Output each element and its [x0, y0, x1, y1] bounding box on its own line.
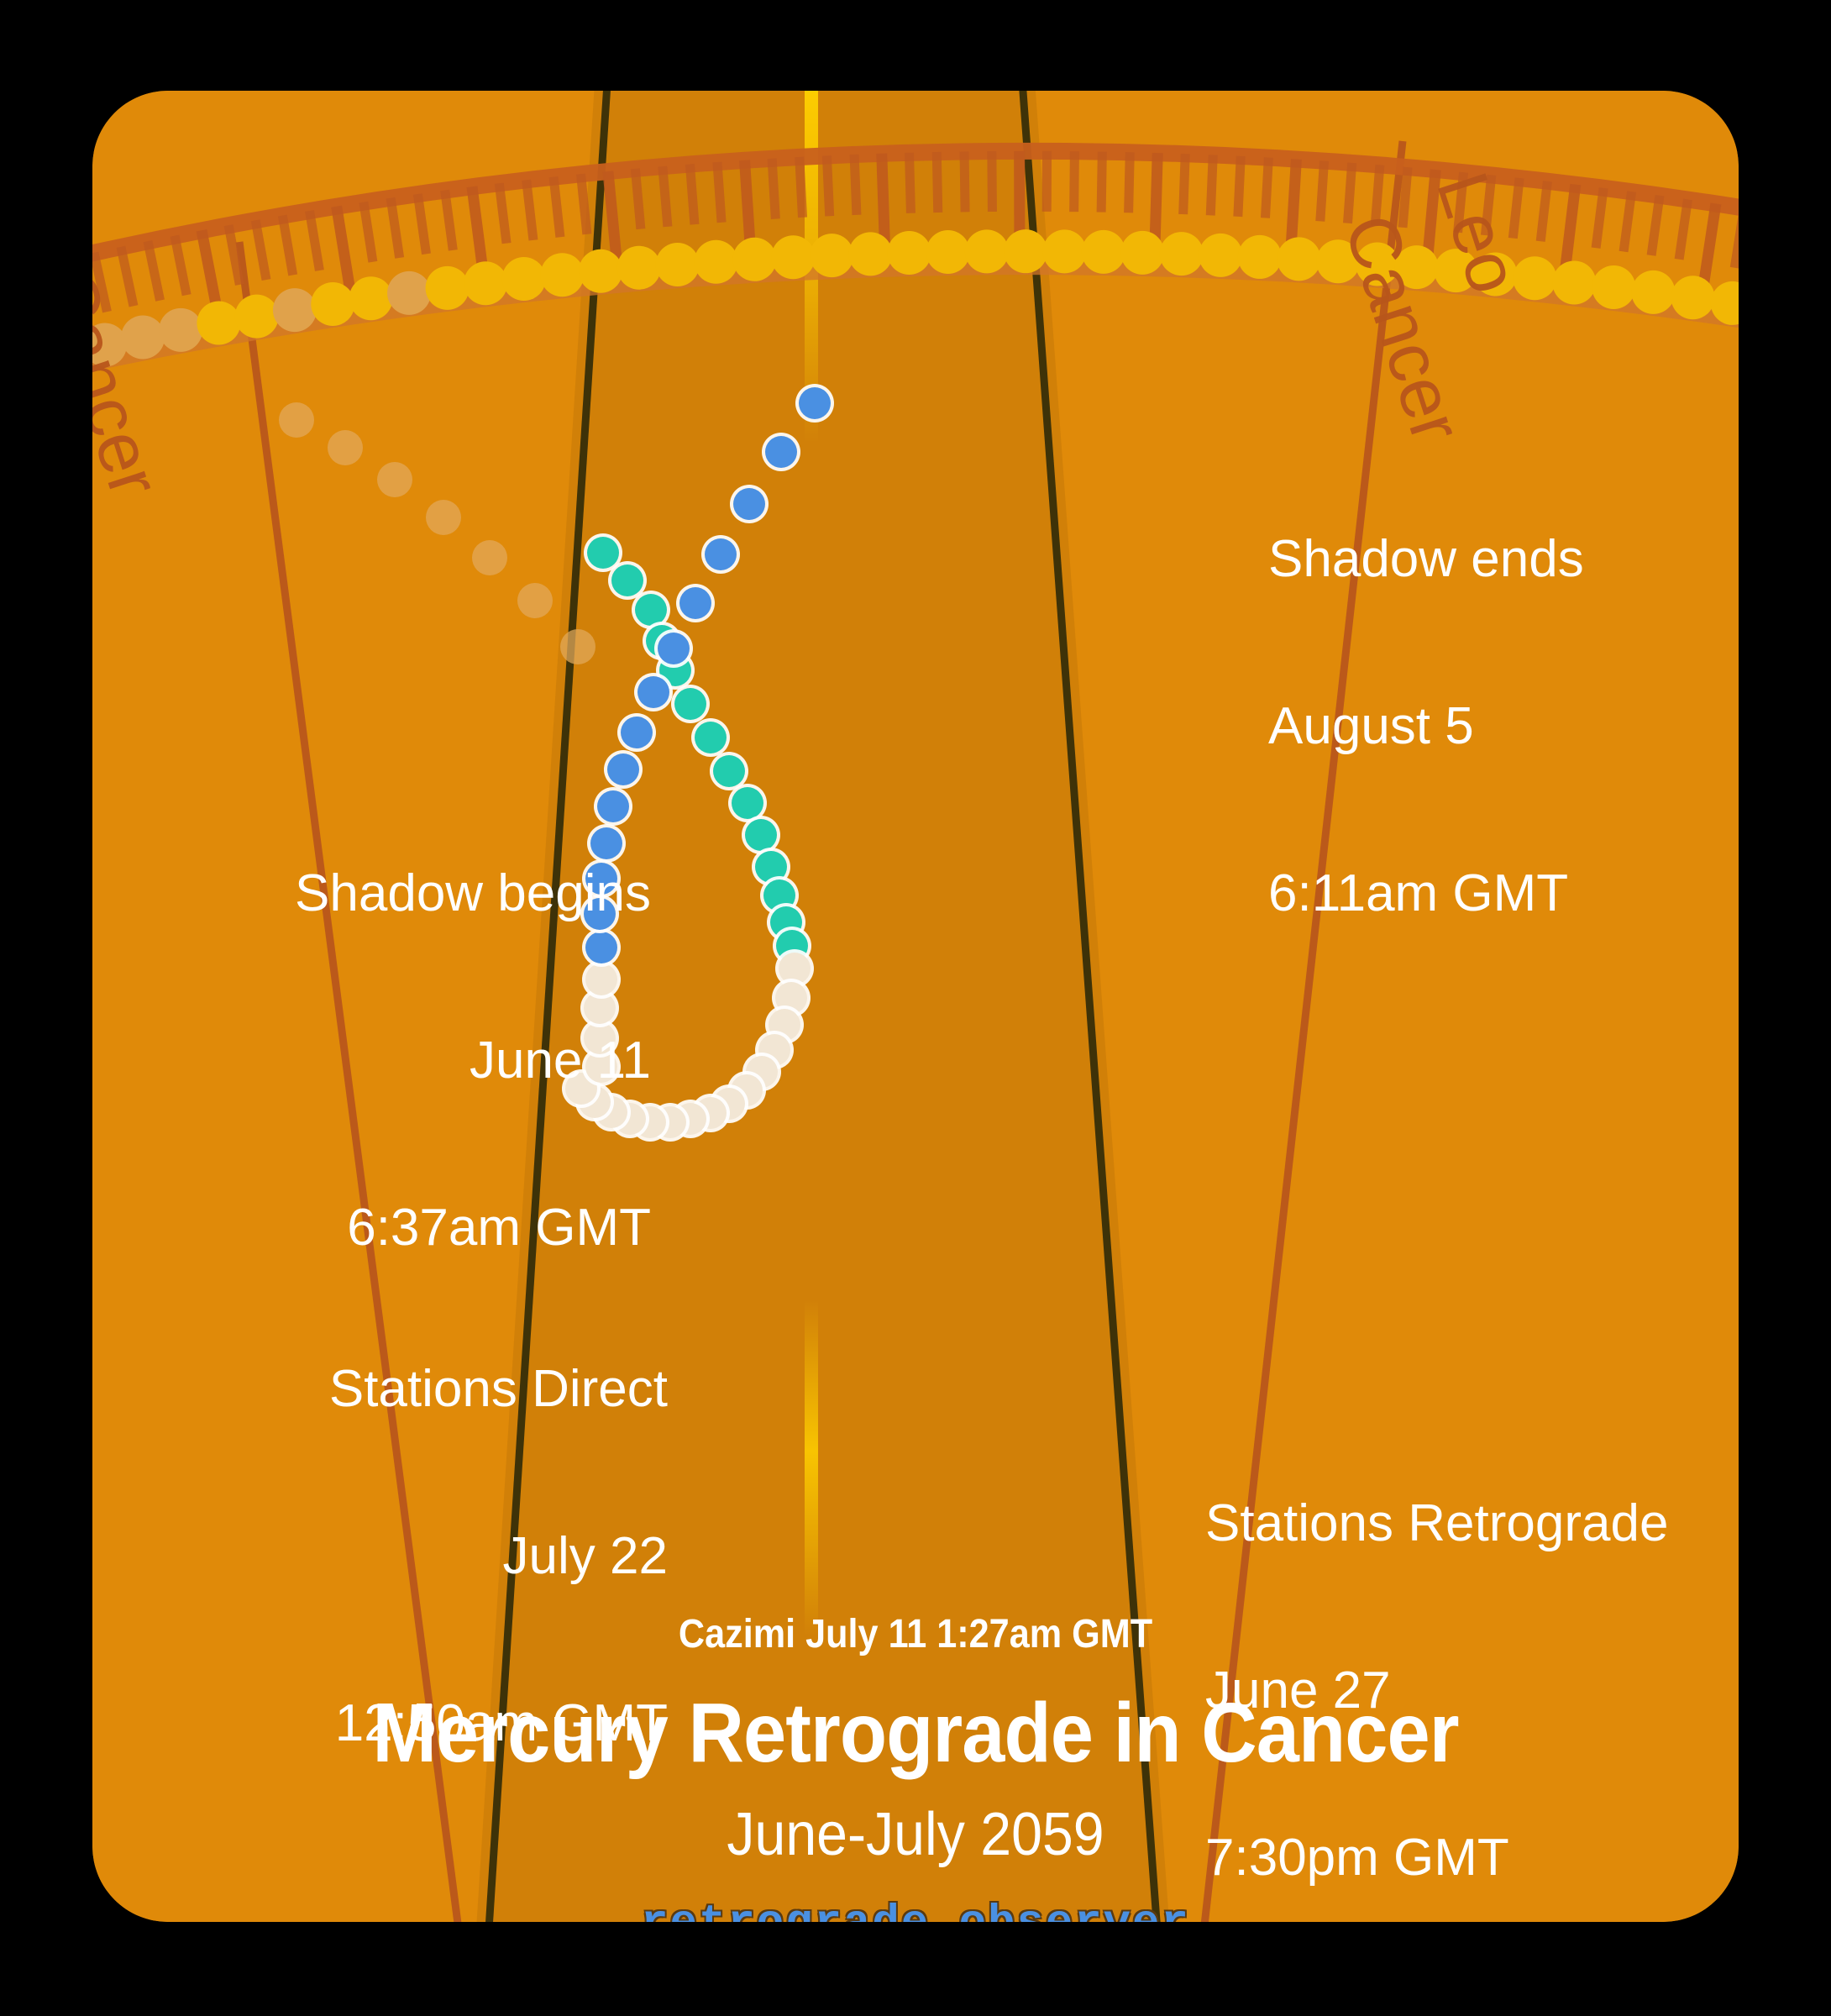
site-link[interactable]: retrograde.observer	[92, 1898, 1739, 1922]
page-subtitle: June-July 2059	[727, 1801, 1104, 1868]
mercury-trail-retrograde	[562, 949, 814, 1142]
annotation-title: Shadow begins	[295, 864, 651, 922]
annotation-stations-direct: Stations Direct July 22 12:50am GMT	[130, 1250, 668, 1863]
annotation-shadow-ends: Shadow ends August 5 6:11am GMT	[1268, 420, 1584, 1033]
annotation-date: August 5	[1268, 696, 1474, 755]
annotation-date: July 22	[502, 1526, 668, 1585]
sun-dot-band	[92, 229, 1739, 367]
page-title: Mercury Retrograde in Cancer	[372, 1686, 1459, 1780]
chart-canvas: Cancer Leo Cancer	[92, 91, 1739, 1922]
sign-boundary-line-outer-left	[235, 241, 466, 1922]
sign-boundary-line-right	[1016, 91, 1163, 1922]
annotation-shadow-begins: Shadow begins June 11 6:37am GMT	[130, 754, 651, 1368]
annotation-title: Stations Direct	[328, 1359, 668, 1418]
annotation-title: Stations Retrograde	[1205, 1494, 1669, 1552]
retrograde-chart-card: Cancer Leo Cancer Shadow ends August 5 6…	[92, 91, 1739, 1922]
highlight-wedge	[475, 91, 1172, 1922]
mercury-trail-direct	[580, 384, 834, 967]
annotation-time: 6:11am GMT	[1268, 864, 1569, 922]
annotation-time: 7:30pm GMT	[1205, 1828, 1509, 1887]
sign-boundary-line-outer-right	[1197, 140, 1407, 1922]
cazimi-label: Cazimi July 11 1:27am GMT	[678, 1612, 1153, 1656]
annotation-title: Shadow ends	[1268, 529, 1584, 588]
annotation-time: 12:50am GMT	[334, 1693, 668, 1752]
annotation-date: June 27	[1205, 1661, 1391, 1719]
annotation-date: June 11	[469, 1031, 651, 1089]
annotation-stations-retrograde: Stations Retrograde June 27 7:30pm GMT	[1205, 1384, 1668, 1922]
mercury-trail-pre-shadow	[279, 402, 595, 664]
sign-boundary-line-left	[483, 91, 613, 1922]
cazimi-ray-lower	[805, 1300, 818, 1636]
annotation-time: 6:37am GMT	[347, 1198, 651, 1257]
